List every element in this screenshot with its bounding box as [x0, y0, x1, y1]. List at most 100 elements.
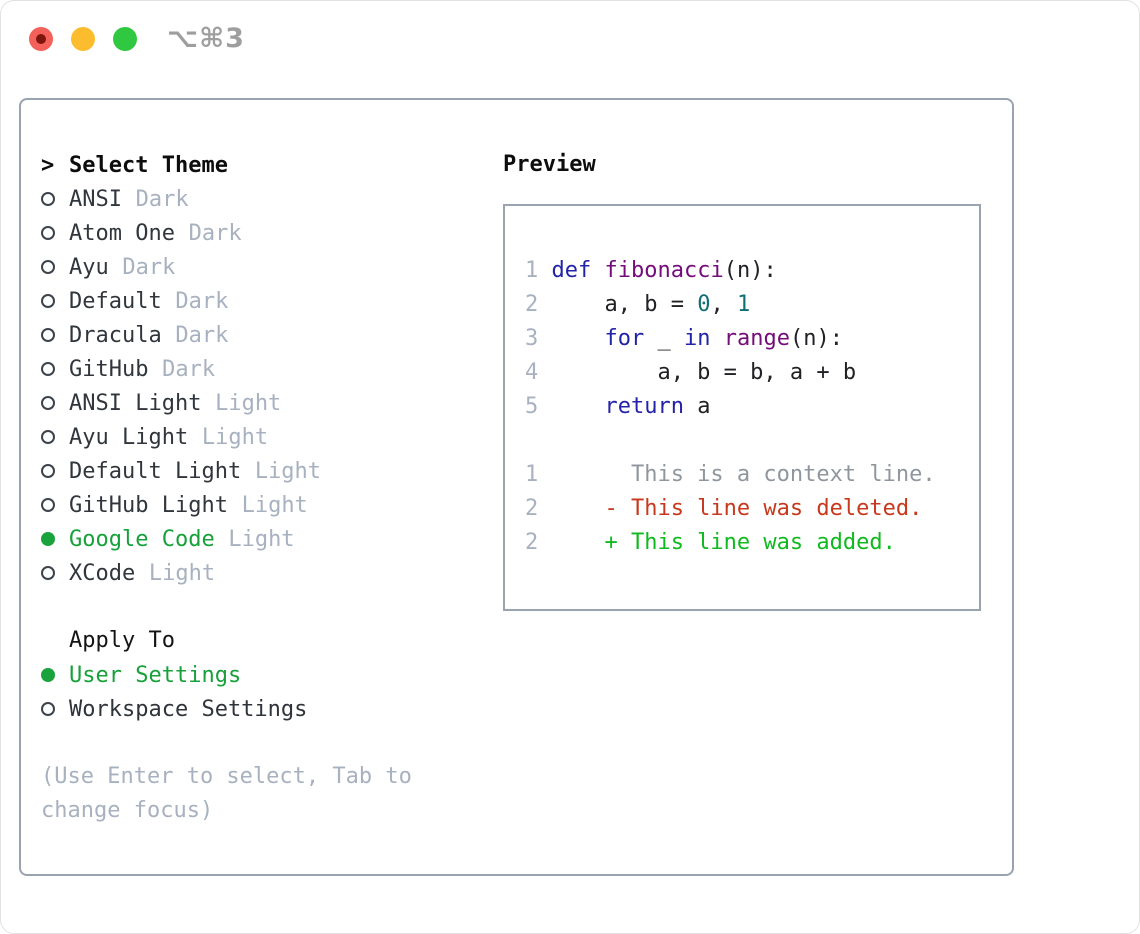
- item-label: Default Light: [69, 458, 242, 484]
- apply-to-list: User Settings Workspace Settings: [41, 658, 491, 726]
- item-label: ANSI: [69, 186, 122, 212]
- radio-unselected-icon: [41, 702, 55, 716]
- bullet-cell: [41, 294, 69, 308]
- theme-list-column: > Select Theme ANSI Dark Atom One Dark A…: [41, 148, 491, 828]
- theme-option-6[interactable]: ANSI Light Light: [41, 386, 491, 420]
- bullet-cell: [41, 566, 69, 580]
- code-line: 1 This is a context line.: [525, 458, 959, 492]
- item-variant-label: Dark: [175, 322, 229, 348]
- apply-option-0[interactable]: User Settings: [41, 658, 491, 692]
- code-token: [591, 258, 604, 283]
- item-label: Atom One: [69, 220, 175, 246]
- prompt-icon: >: [41, 152, 55, 178]
- theme-option-8[interactable]: Default Light Light: [41, 454, 491, 488]
- prompt-cell: >: [41, 153, 69, 178]
- theme-option-10[interactable]: Google Code Light: [41, 522, 491, 556]
- code-token: a, b = b, a + b: [551, 360, 857, 385]
- code-line: 4 a, b = b, a + b: [525, 356, 959, 390]
- bullet-cell: [41, 362, 69, 376]
- radio-unselected-icon: [41, 260, 55, 274]
- select-theme-title: Select Theme: [69, 152, 228, 178]
- theme-option-2[interactable]: Ayu Dark: [41, 250, 491, 284]
- line-number: 5: [525, 394, 539, 419]
- item-label: Dracula: [69, 322, 162, 348]
- radio-unselected-icon: [41, 396, 55, 410]
- bullet-cell: [41, 396, 69, 410]
- item-label: Ayu Light: [69, 424, 189, 450]
- code-token: 0: [697, 292, 711, 317]
- minimize-icon[interactable]: [71, 27, 95, 51]
- code-token: [710, 326, 723, 351]
- code-line: 5 return a: [525, 390, 959, 424]
- titlebar: ⌥⌘3: [1, 1, 1139, 71]
- line-number: 2: [525, 292, 539, 317]
- bullet-cell: [41, 260, 69, 274]
- item-label: GitHub Light: [69, 492, 228, 518]
- item-variant-label: Dark: [162, 356, 216, 382]
- radio-unselected-icon: [41, 294, 55, 308]
- item-label: ANSI Light: [69, 390, 202, 416]
- code-token: fibonacci: [604, 258, 724, 283]
- bullet-cell: [41, 668, 69, 682]
- item-variant-label: Light: [228, 526, 295, 552]
- code-token: (n):: [789, 326, 843, 351]
- bullet-cell: [41, 430, 69, 444]
- theme-option-7[interactable]: Ayu Light Light: [41, 420, 491, 454]
- item-variant-label: Dark: [188, 220, 242, 246]
- theme-option-3[interactable]: Default Dark: [41, 284, 491, 318]
- theme-option-4[interactable]: Dracula Dark: [41, 318, 491, 352]
- item-variant-label: Light: [241, 492, 308, 518]
- item-label: Google Code: [69, 526, 215, 552]
- item-label: Workspace Settings: [69, 696, 308, 722]
- radio-unselected-icon: [41, 226, 55, 240]
- help-text: (Use Enter to select, Tab to change focu…: [41, 764, 412, 823]
- theme-option-1[interactable]: Atom One Dark: [41, 216, 491, 250]
- bullet-cell: [41, 192, 69, 206]
- code-token: return: [604, 394, 684, 419]
- code-token: (n):: [723, 258, 777, 283]
- radio-unselected-icon: [41, 362, 55, 376]
- item-variant-label: Light: [148, 560, 216, 586]
- theme-option-11[interactable]: XCode Light: [41, 556, 491, 590]
- theme-option-0[interactable]: ANSI Dark: [41, 182, 491, 216]
- code-token: def: [551, 258, 592, 283]
- item-variant-label: Dark: [135, 186, 189, 212]
- zoom-icon[interactable]: [113, 27, 137, 51]
- code-line: 2 - This line was deleted.: [525, 492, 959, 526]
- line-number: 2: [525, 496, 539, 521]
- radio-selected-icon: [41, 532, 55, 546]
- code-token: 1: [736, 292, 751, 317]
- item-label: XCode: [69, 560, 136, 586]
- item-variant-label: Dark: [122, 254, 176, 280]
- bullet-cell: [41, 498, 69, 512]
- code-token: + This line was added.: [551, 530, 896, 555]
- bullet-cell: [41, 464, 69, 478]
- radio-unselected-icon: [41, 328, 55, 342]
- bullet-cell: [41, 702, 69, 716]
- bullet-cell: [41, 532, 69, 546]
- code-token: range: [723, 326, 790, 351]
- bullet-cell: [41, 328, 69, 342]
- line-number: 4: [525, 360, 539, 385]
- item-label: Default: [69, 288, 162, 314]
- code-token: in: [683, 326, 711, 351]
- radio-unselected-icon: [41, 498, 55, 512]
- radio-unselected-icon: [41, 566, 55, 580]
- apply-to-header: Apply To: [69, 628, 175, 653]
- item-label: Ayu: [69, 254, 109, 280]
- close-icon[interactable]: [29, 27, 53, 51]
- theme-option-9[interactable]: GitHub Light Light: [41, 488, 491, 522]
- theme-option-5[interactable]: GitHub Dark: [41, 352, 491, 386]
- theme-picker-panel: > Select Theme ANSI Dark Atom One Dark A…: [19, 98, 1014, 876]
- apply-option-1[interactable]: Workspace Settings: [41, 692, 491, 726]
- code-line: 2 a, b = 0, 1: [525, 288, 959, 322]
- code-token: a, b =: [551, 292, 698, 317]
- bullet-cell: [41, 226, 69, 240]
- radio-unselected-icon: [41, 430, 55, 444]
- preview-title: Preview: [503, 152, 596, 177]
- line-number: 1: [525, 462, 539, 487]
